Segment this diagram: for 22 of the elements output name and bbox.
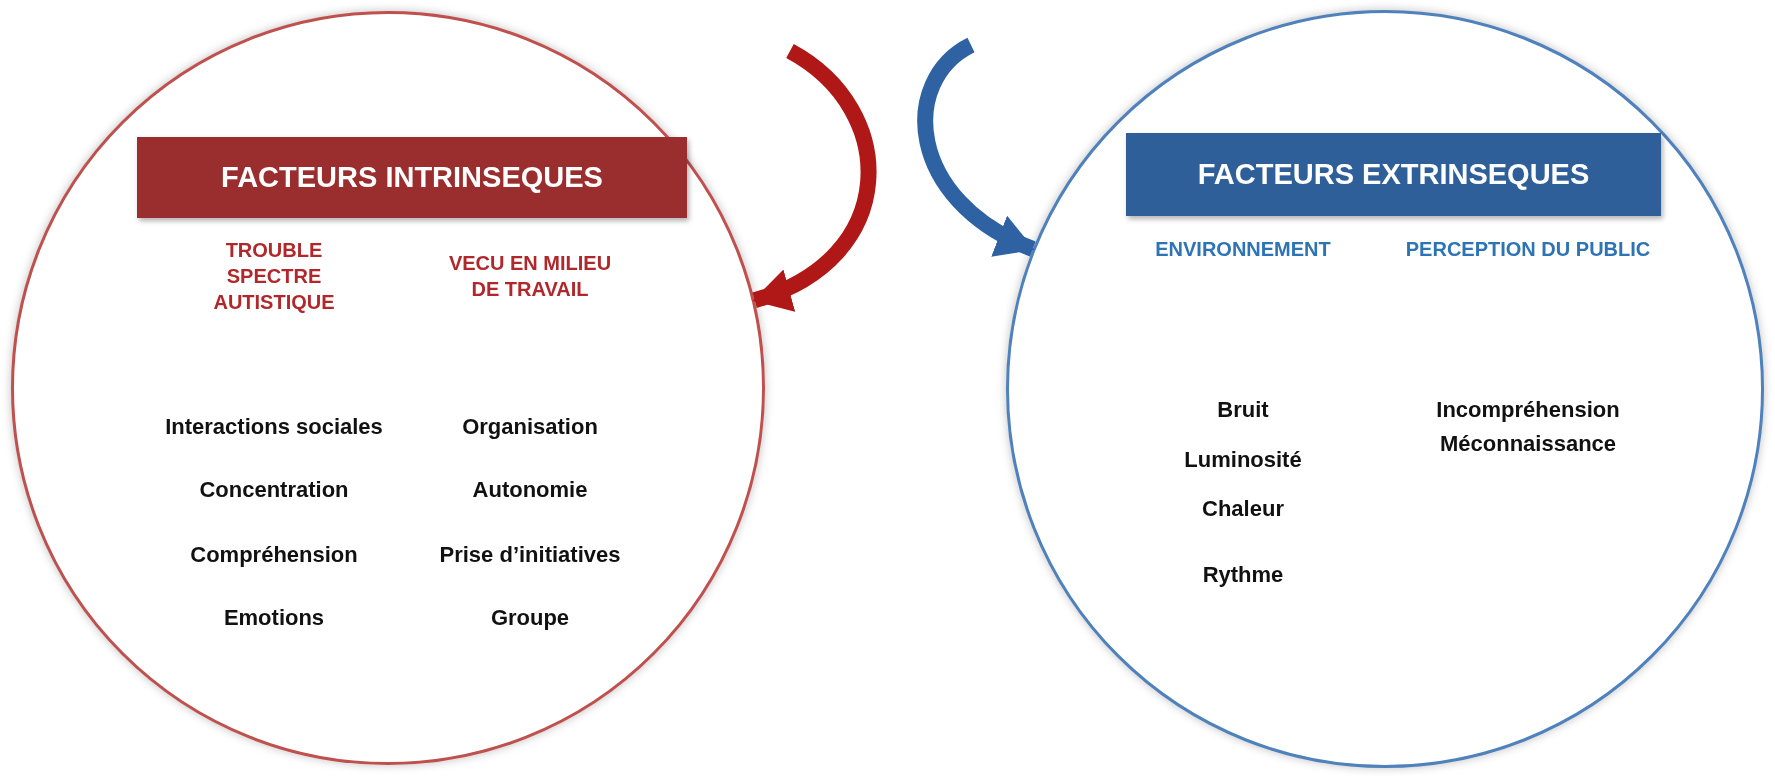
- list-item: Organisation: [462, 414, 598, 440]
- list-item: Emotions: [223, 605, 325, 631]
- list-item: Prise d’initiatives: [439, 542, 621, 568]
- list-item: Rythme: [1202, 562, 1284, 588]
- curved-arrow: [917, 38, 1037, 257]
- list-item: Autonomie: [472, 477, 588, 503]
- list-item: Chaleur: [1202, 496, 1284, 522]
- list-item: Compréhension: [190, 542, 358, 568]
- list-item: Interactions sociales: [165, 414, 383, 440]
- column-heading: PERCEPTION DU PUBLIC: [1404, 237, 1652, 262]
- title-banner: FACTEURS INTRINSEQUES: [137, 137, 687, 218]
- list-item: Incompréhension: [1436, 397, 1620, 423]
- list-item: Luminosité: [1184, 447, 1302, 473]
- list-item: Bruit: [1217, 397, 1269, 423]
- curved-arrow: [751, 44, 877, 309]
- column-heading: ENVIRONNEMENT: [1154, 237, 1332, 262]
- list-item: Méconnaissance: [1439, 431, 1617, 457]
- column-heading: VECU EN MILIEU DE TRAVAIL: [447, 251, 613, 302]
- list-item: Groupe: [490, 605, 570, 631]
- column-heading: TROUBLE SPECTRE AUTISTIQUE: [212, 238, 336, 315]
- title-banner: FACTEURS EXTRINSEQUES: [1126, 133, 1661, 216]
- list-item: Concentration: [199, 477, 349, 503]
